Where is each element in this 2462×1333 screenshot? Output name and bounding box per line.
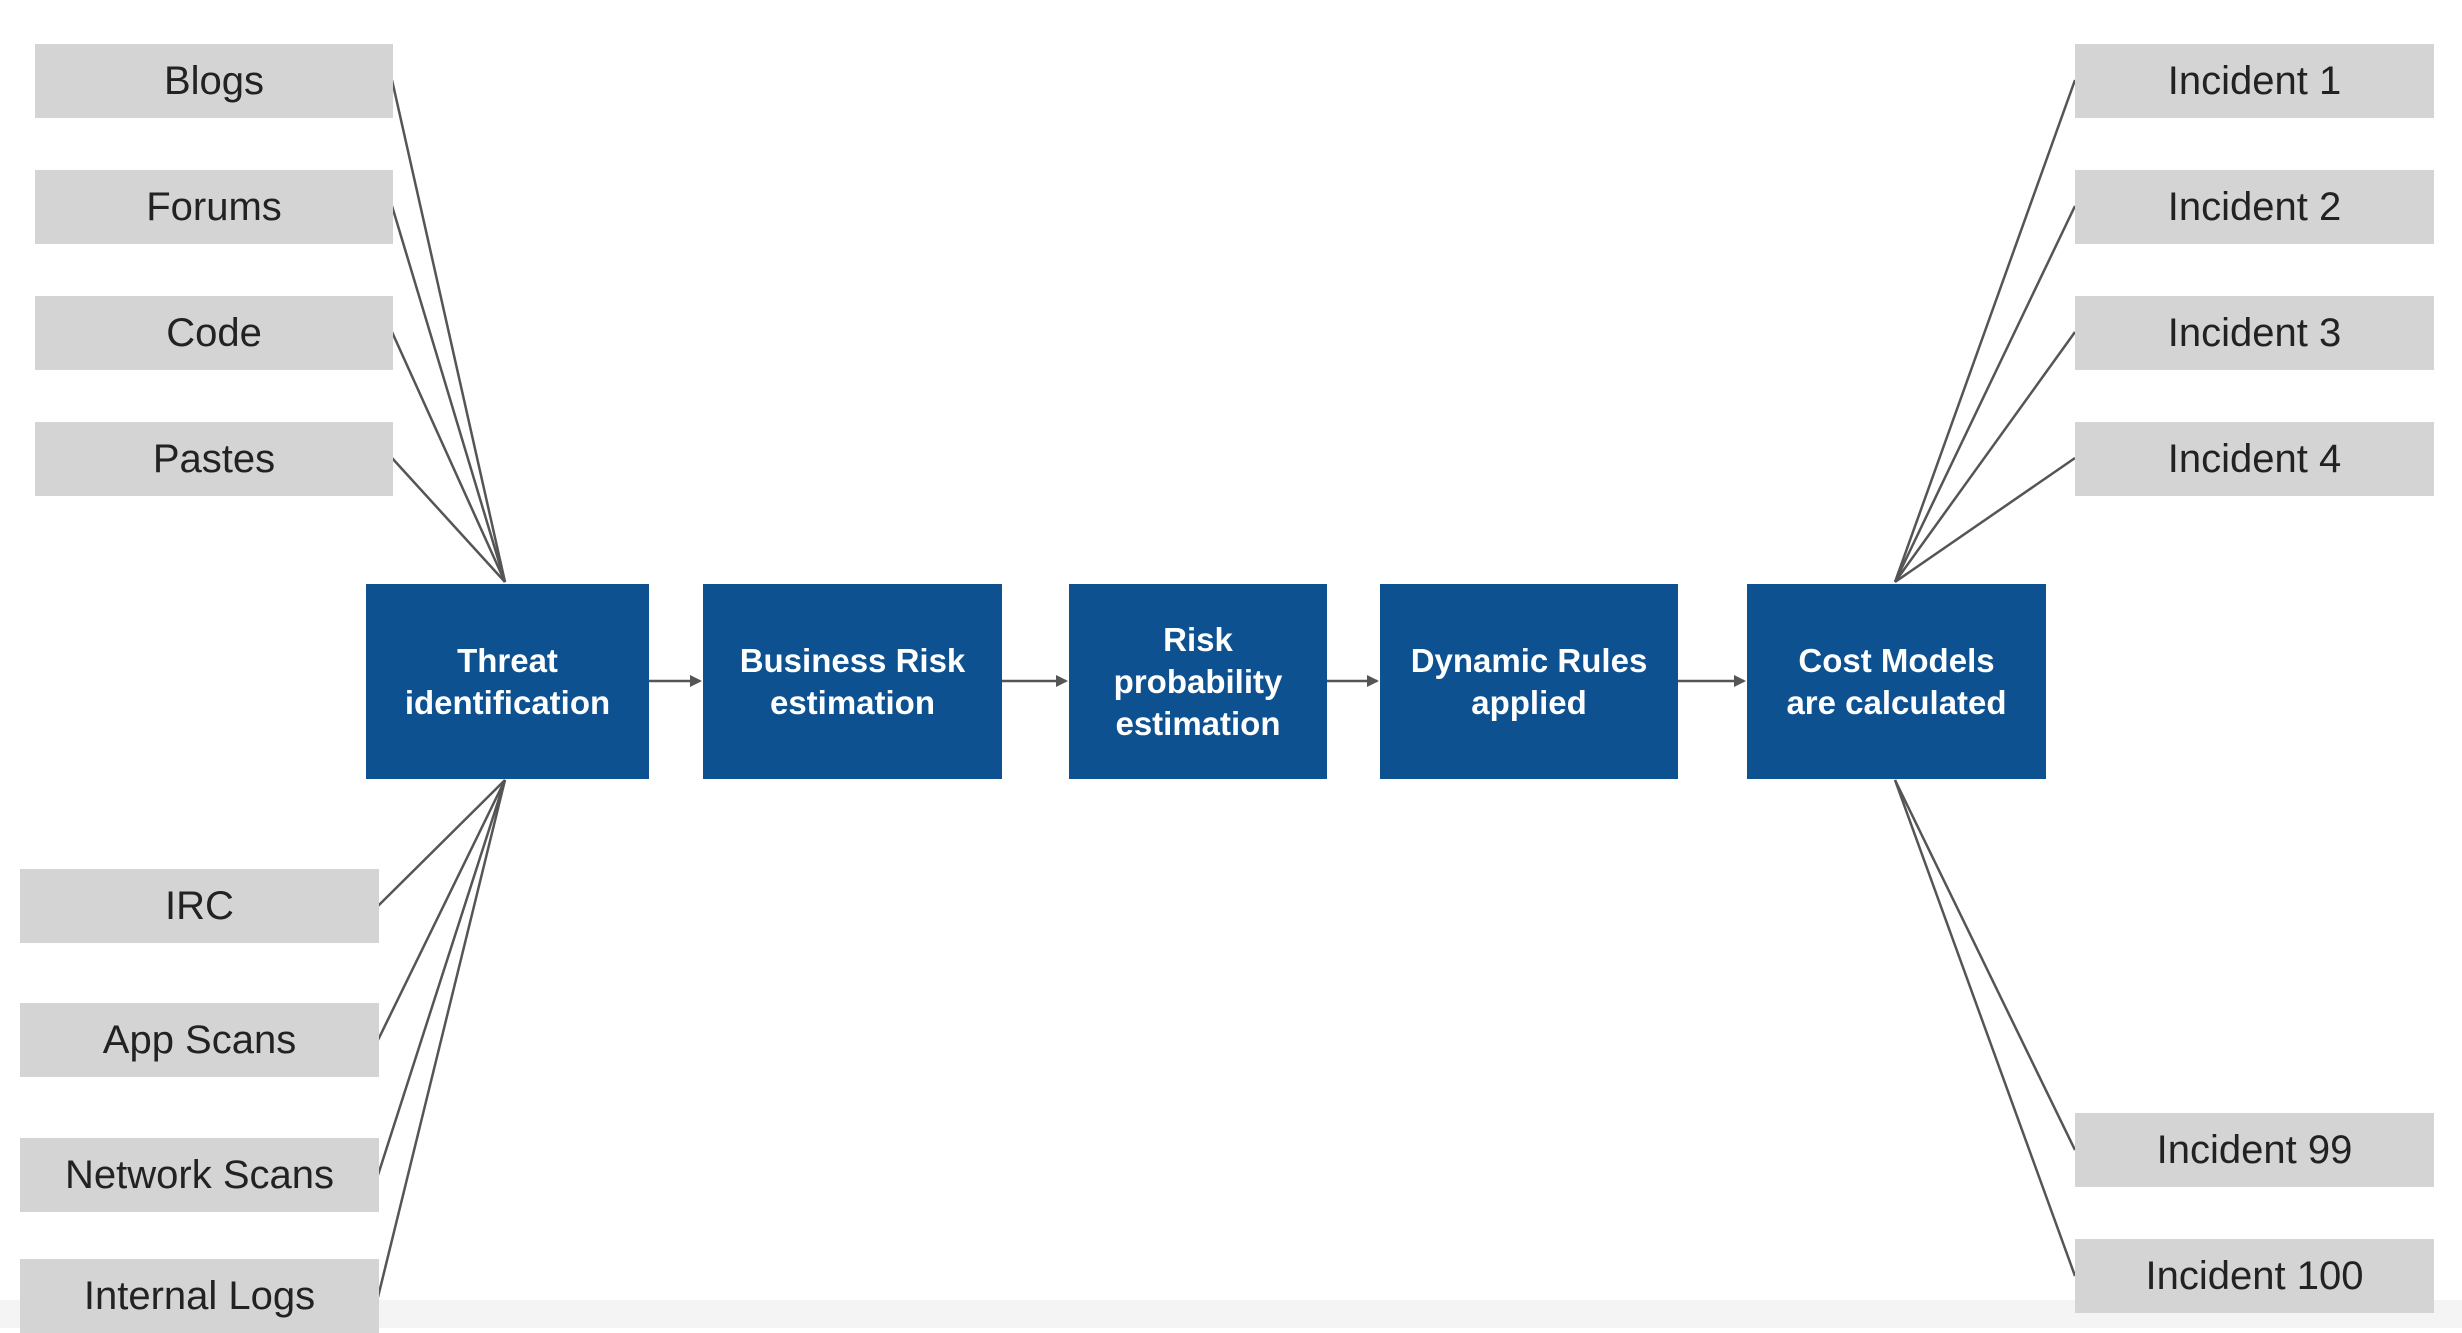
connector-forums xyxy=(390,205,507,583)
source-box-forums: Forums xyxy=(35,170,393,244)
source-label: App Scans xyxy=(102,1017,297,1062)
step-line: Threat xyxy=(457,641,558,679)
step-line: Risk xyxy=(1163,620,1233,658)
source-box-internal-logs: Internal Logs xyxy=(20,1259,379,1333)
incident-label: Incident 4 xyxy=(2167,436,2342,481)
source-label: Code xyxy=(166,310,262,355)
connector-incident-99 xyxy=(1893,779,2077,1151)
connector-irc xyxy=(377,779,506,907)
step-threat-identification: Threat identification xyxy=(366,584,649,779)
connector-blogs xyxy=(390,79,507,583)
incident-box-2: Incident 2 xyxy=(2075,170,2434,244)
source-label: IRC xyxy=(165,883,234,928)
connector-pastes xyxy=(391,457,506,583)
incident-label: Incident 3 xyxy=(2167,310,2342,355)
footer-band xyxy=(0,1300,2462,1328)
step-cost-models-calculated: Cost Models are calculated xyxy=(1747,584,2046,779)
step-line: applied xyxy=(1471,683,1587,721)
step-line: Dynamic Rules xyxy=(1410,641,1648,679)
connector-incident-1 xyxy=(1893,79,2077,583)
step-line: probability xyxy=(1113,662,1283,700)
incident-label: Incident 1 xyxy=(2167,58,2342,103)
step-risk-probability-estimation: Risk probability estimation xyxy=(1069,584,1327,779)
source-label: Internal Logs xyxy=(83,1273,316,1318)
source-box-blogs: Blogs xyxy=(35,44,393,118)
incident-label: Incident 100 xyxy=(2145,1253,2364,1298)
incident-box-4: Incident 4 xyxy=(2075,422,2434,496)
source-label: Blogs xyxy=(163,58,265,103)
incident-box-3: Incident 3 xyxy=(2075,296,2434,370)
source-label: Forums xyxy=(146,184,282,229)
incident-box-100: Incident 100 xyxy=(2075,1239,2434,1313)
step-line: estimation xyxy=(1115,704,1281,742)
source-box-code: Code xyxy=(35,296,393,370)
incident-label: Incident 2 xyxy=(2167,184,2342,229)
step-line: Cost Models xyxy=(1798,641,1995,679)
source-box-pastes: Pastes xyxy=(35,422,393,496)
incident-box-1: Incident 1 xyxy=(2075,44,2434,118)
incident-box-99: Incident 99 xyxy=(2075,1113,2434,1187)
source-label: Pastes xyxy=(152,436,276,481)
source-box-app-scans: App Scans xyxy=(20,1003,379,1077)
connector-app-scans xyxy=(376,779,507,1041)
incident-label: Incident 99 xyxy=(2156,1127,2353,1172)
source-box-irc: IRC xyxy=(20,869,379,943)
connector-incident-4 xyxy=(1894,456,2076,584)
step-dynamic-rules-applied: Dynamic Rules applied xyxy=(1380,584,1678,779)
step-line: identification xyxy=(404,683,611,721)
step-line: are calculated xyxy=(1786,683,2007,721)
connector-network-scans xyxy=(376,779,507,1176)
connector-incident-100 xyxy=(1893,779,2077,1277)
source-label: Network Scans xyxy=(65,1152,334,1197)
step-line: Business Risk xyxy=(739,641,966,679)
step-business-risk-estimation: Business Risk estimation xyxy=(703,584,1002,779)
connector-internal-logs xyxy=(376,779,507,1298)
connector-incident-3 xyxy=(1893,331,2077,583)
connector-incident-2 xyxy=(1893,205,2077,583)
connector-code xyxy=(390,331,507,583)
step-line: estimation xyxy=(769,683,936,721)
source-box-network-scans: Network Scans xyxy=(20,1138,379,1212)
